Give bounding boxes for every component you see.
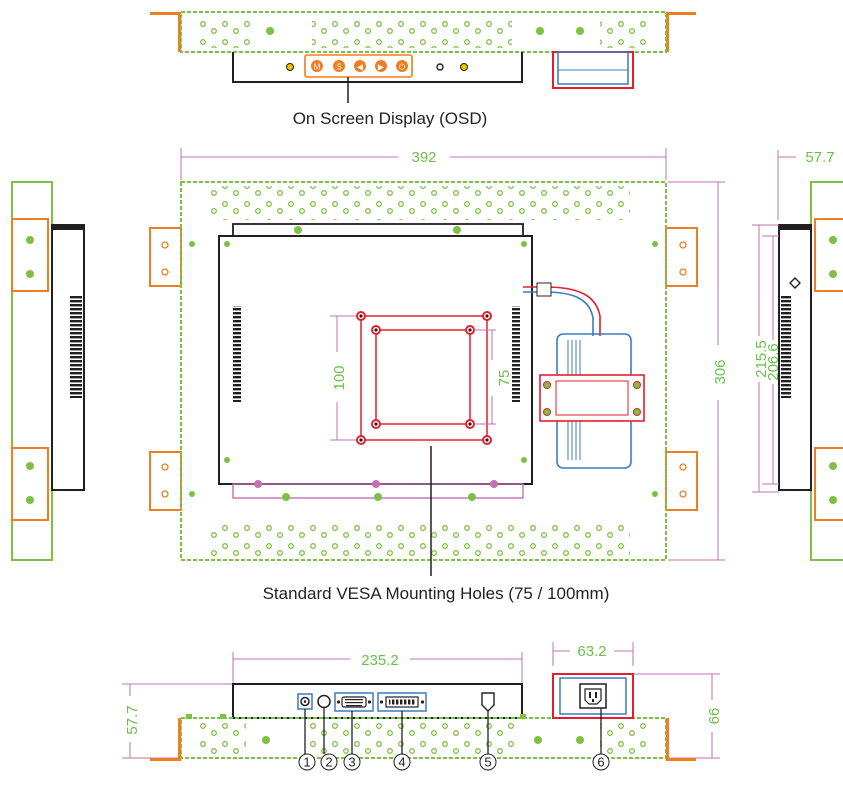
bottom-depth-label: 57.7 (124, 705, 141, 734)
vesa-mounting-pattern: 100 75 (330, 311, 513, 445)
osd-button-power-icon: ⏻ (396, 60, 408, 72)
osd-button-source-icon: S (333, 60, 345, 72)
connector-callout-3: 3 (343, 753, 361, 771)
usb-touch-port-icon (481, 692, 495, 712)
osd-button-right-icon: ▶ (375, 60, 387, 72)
right-side-view: 57.7 215.5 206.6 (752, 149, 843, 561)
side-height-outer-label: 215.5 (753, 340, 770, 378)
ac-power-inlet-icon (552, 673, 634, 719)
front-view: 392 (149, 148, 729, 603)
connector-callout-5: 5 (479, 753, 497, 771)
svg-text:S: S (336, 63, 341, 72)
svg-text:▶: ▶ (378, 63, 385, 72)
svg-text:1: 1 (303, 755, 310, 770)
connector-callout-6: 6 (592, 753, 610, 771)
svg-text:5: 5 (484, 755, 491, 770)
svg-text:◀: ◀ (357, 63, 364, 72)
front-height-label: 306 (712, 359, 729, 384)
vesa-inner-label: 75 (496, 370, 513, 387)
svg-text:2: 2 (325, 755, 332, 770)
vesa-caption: Standard VESA Mounting Holes (75 / 100mm… (263, 584, 610, 603)
power-supply-unit (539, 333, 645, 469)
osd-button-left-icon: ◀ (354, 60, 366, 72)
svg-text:6: 6 (597, 755, 604, 770)
connector-callout-2: 2 (320, 753, 338, 771)
side-depth-label: 57.7 (805, 149, 834, 166)
dvi-port-icon (377, 692, 427, 712)
svg-text:M: M (314, 63, 321, 72)
side-height-inner-label: 206.6 (765, 343, 782, 381)
connector-callout-1: 1 (298, 753, 316, 771)
bottom-view: 235.2 63.2 57.7 66 (122, 642, 723, 771)
svg-text:4: 4 (398, 755, 405, 770)
vesa-outer-label: 100 (331, 365, 348, 390)
osd-button-menu-icon: M (311, 60, 323, 72)
front-width-label: 392 (411, 149, 436, 166)
top-view: M S ◀ ▶ ⏻ On Screen Display (OSD) (150, 11, 696, 128)
left-side-view (11, 181, 85, 561)
bottom-width-label: 235.2 (361, 652, 399, 669)
psu-height-label: 66 (706, 708, 723, 725)
psu-width-label: 63.2 (577, 643, 606, 660)
connector-callout-4: 4 (393, 753, 411, 771)
osd-caption: On Screen Display (OSD) (293, 109, 488, 128)
svg-text:3: 3 (348, 755, 355, 770)
vga-port-icon (334, 692, 374, 712)
svg-text:⏻: ⏻ (399, 63, 406, 72)
dc-power-jack-icon (297, 693, 313, 710)
audio-jack-icon (317, 694, 331, 709)
